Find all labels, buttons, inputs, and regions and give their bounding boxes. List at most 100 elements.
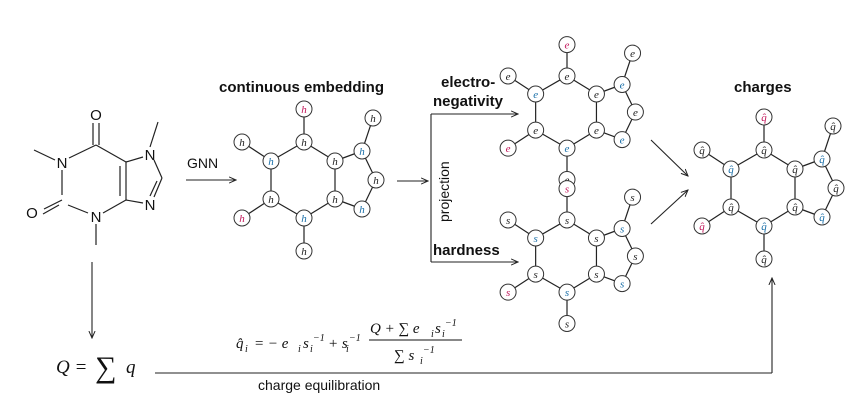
hardness-graph-node xyxy=(613,275,631,293)
atom-n-bottom: N xyxy=(91,209,102,226)
s-sub-i: i xyxy=(310,344,313,355)
electronegativity-graph-node xyxy=(527,121,545,139)
den-s-exp: −1 xyxy=(423,345,435,356)
hardness-graph-node xyxy=(499,283,517,301)
hardness-graph-node xyxy=(558,283,576,301)
charges-graph-node-label: q̂ xyxy=(761,254,767,266)
atom-n-top-right: N xyxy=(145,147,156,164)
embedding-graph-node xyxy=(295,133,313,151)
den-s-sub: i xyxy=(420,356,423,367)
embedding-graph-node-label: h xyxy=(301,104,307,116)
hardness-graph-node-label: s xyxy=(565,215,569,227)
embedding-graph-node-label: h xyxy=(301,213,307,225)
embedding-graph-node-label: h xyxy=(332,156,338,168)
hardness-label: hardness xyxy=(433,242,500,259)
qhat-plus: + s xyxy=(328,336,348,352)
hardness-graph-node xyxy=(527,229,545,247)
charges-graph-node xyxy=(786,160,804,178)
embedding-graph-node-label: h xyxy=(370,113,376,125)
embedding-graph-node xyxy=(353,200,371,218)
hardness-graph-node xyxy=(527,265,545,283)
embedding-graph-node-label: h xyxy=(301,246,307,258)
electronegativity-graph-node xyxy=(613,131,631,149)
charges-graph-node xyxy=(813,150,831,168)
embedding-graph-node xyxy=(353,142,371,160)
s-exp: −1 xyxy=(313,333,325,344)
hardness-graph-node xyxy=(558,211,576,229)
continuous-embedding-title: continuous embedding xyxy=(219,79,384,96)
charges-graph-node xyxy=(722,160,740,178)
atom-o-left: O xyxy=(26,205,38,222)
fraction-denominator: ∑ s xyxy=(394,348,414,364)
charges-graph-node xyxy=(693,141,711,159)
charges-graph-node-label: q̂ xyxy=(699,145,705,157)
hardness-graph-node-label: s xyxy=(565,319,569,331)
embedding-graph-node-label: h xyxy=(239,213,245,225)
atom-o-top: O xyxy=(90,107,102,124)
electronegativity-graph-node xyxy=(499,139,517,157)
electronegativity-graph-node xyxy=(624,44,642,62)
total-charge-equation: Q = ∑ q xyxy=(56,351,136,384)
electronegativity-label-1: electro- xyxy=(441,74,495,91)
embedding-graph-node-label: h xyxy=(359,146,365,158)
electronegativity-graph-node-label: e xyxy=(533,125,538,137)
electronegativity-graph-node xyxy=(587,85,605,103)
total-charge-sum: ∑ xyxy=(95,351,116,384)
embedding-graph-node xyxy=(295,100,313,118)
hardness-graph-node-label: s xyxy=(594,269,598,281)
hardness-graph-node xyxy=(558,180,576,198)
electronegativity-graph-node-label: e xyxy=(620,80,625,92)
embedding-graph-node-label: h xyxy=(268,156,274,168)
qhat-sub: i xyxy=(245,344,248,355)
electronegativity-graph-node xyxy=(499,67,517,85)
electronegativity-graph-node xyxy=(587,121,605,139)
electronegativity-graph-node-label: e xyxy=(594,125,599,137)
hardness-graph-node xyxy=(499,211,517,229)
num-s-sub: i xyxy=(442,329,445,340)
electronegativity-graph-node-label: e xyxy=(533,89,538,101)
hardness-graph-node xyxy=(613,220,631,237)
atom-n-left: N xyxy=(57,155,68,172)
qhat-lhs: q̂ xyxy=(236,336,244,352)
embedding-graph-node xyxy=(233,133,251,151)
hardness-graph-node-label: s xyxy=(620,279,624,291)
numerator-s: s xyxy=(435,321,441,337)
s-to-charges-arrow xyxy=(650,190,688,225)
charges-graph-node xyxy=(755,108,773,126)
charges-graph: q̂q̂q̂q̂q̂q̂q̂q̂q̂q̂q̂q̂q̂q̂ xyxy=(693,108,845,268)
charges-graph-node-label: q̂ xyxy=(699,221,705,233)
hardness-graph-node-label: s xyxy=(506,215,510,227)
hardness-graph-node-label: s xyxy=(565,287,569,299)
charges-graph-node-label: q̂ xyxy=(728,164,734,176)
embedding-graph-node-label: h xyxy=(373,175,379,187)
caffeine-molecule: O O N N N N xyxy=(26,107,163,245)
electronegativity-graph-node xyxy=(558,139,576,157)
charges-graph-node xyxy=(827,179,845,197)
electronegativity-graph-node-label: e xyxy=(506,71,511,83)
electronegativity-graph-node xyxy=(613,76,631,93)
hardness-graph-node xyxy=(587,229,605,247)
qhat-eq: = − e xyxy=(254,336,289,352)
charges-graph-node-label: q̂ xyxy=(833,183,839,195)
charges-graph-node-label: q̂ xyxy=(819,154,825,166)
electronegativity-graph-node xyxy=(558,36,576,54)
projection-label: projection xyxy=(436,161,452,222)
charges-graph-node xyxy=(722,198,740,216)
electronegativity-graph-node-label: e xyxy=(565,71,570,83)
embedding-graph-node xyxy=(326,152,344,170)
num-s-exp: −1 xyxy=(445,318,457,329)
hardness-graph-node-label: s xyxy=(534,233,538,245)
charges-graph-node-label: q̂ xyxy=(761,221,767,233)
charges-graph-node-label: q̂ xyxy=(761,145,767,157)
charges-graph-node xyxy=(693,217,711,235)
total-charge-lhs: Q = xyxy=(56,357,87,378)
charges-graph-node xyxy=(824,117,842,135)
embedding-graph-node-label: h xyxy=(301,137,307,149)
electronegativity-graph-node xyxy=(527,85,545,103)
s-exp-2: −1 xyxy=(349,333,361,344)
charges-graph-node xyxy=(813,208,831,226)
embedding-graph-node-label: h xyxy=(359,204,365,216)
charges-graph-node-label: q̂ xyxy=(830,121,836,133)
